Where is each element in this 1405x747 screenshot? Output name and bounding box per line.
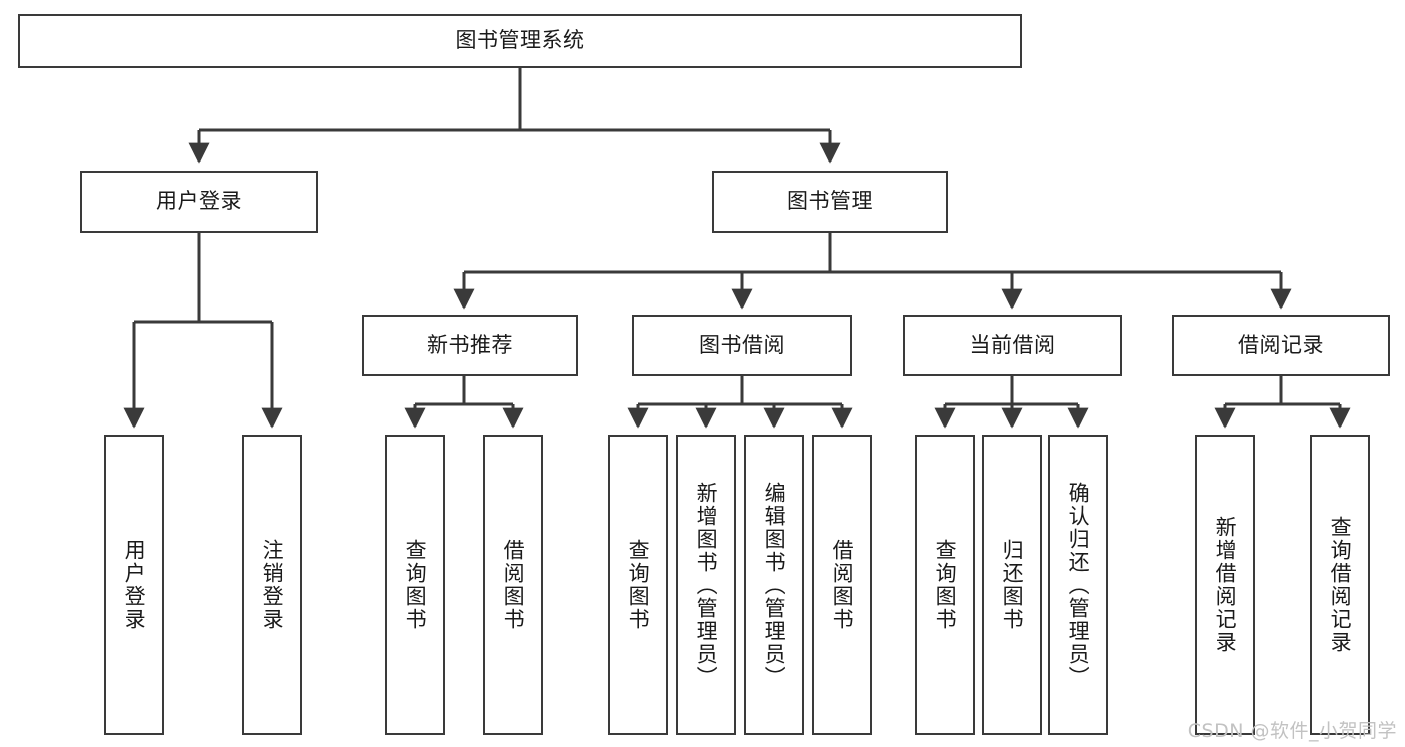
node-user-login-label: 用户登录 bbox=[156, 189, 242, 214]
node-leaf-query-book-3[interactable]: 查询图书 bbox=[915, 435, 975, 735]
node-root-label: 图书管理系统 bbox=[455, 28, 585, 53]
node-leaf-user-login-label: 用户登录 bbox=[122, 539, 147, 631]
node-new-book-recommend-label: 新书推荐 bbox=[427, 332, 513, 357]
node-root[interactable]: 图书管理系统 bbox=[18, 14, 1022, 68]
node-leaf-return-book-label: 归还图书 bbox=[1000, 539, 1025, 631]
node-leaf-query-record-label: 查询借阅记录 bbox=[1328, 516, 1353, 654]
node-user-login[interactable]: 用户登录 bbox=[80, 171, 318, 233]
node-leaf-query-book-1[interactable]: 查询图书 bbox=[385, 435, 445, 735]
node-leaf-edit-book-label: 编辑图书（管理员） bbox=[762, 481, 787, 689]
node-leaf-borrow-book-2-label: 借阅图书 bbox=[830, 539, 855, 631]
node-leaf-add-record-label: 新增借阅记录 bbox=[1213, 516, 1238, 654]
csdn-watermark: CSDN @软件_小贺同学 bbox=[1187, 720, 1397, 742]
node-leaf-confirm-return-label: 确认归还（管理员） bbox=[1066, 481, 1091, 689]
node-book-borrow[interactable]: 图书借阅 bbox=[632, 315, 852, 376]
node-leaf-user-logout[interactable]: 注销登录 bbox=[242, 435, 302, 735]
node-leaf-borrow-book-2[interactable]: 借阅图书 bbox=[812, 435, 872, 735]
node-leaf-query-book-2-label: 查询图书 bbox=[626, 539, 651, 631]
node-current-borrow-label: 当前借阅 bbox=[969, 332, 1056, 357]
node-leaf-user-logout-label: 注销登录 bbox=[260, 539, 285, 631]
node-borrow-record[interactable]: 借阅记录 bbox=[1172, 315, 1390, 376]
node-leaf-query-book-1-label: 查询图书 bbox=[403, 539, 428, 631]
node-leaf-confirm-return[interactable]: 确认归还（管理员） bbox=[1048, 435, 1108, 735]
node-book-borrow-label: 图书借阅 bbox=[699, 332, 785, 357]
node-leaf-query-book-3-label: 查询图书 bbox=[933, 539, 958, 631]
node-leaf-borrow-book-1-label: 借阅图书 bbox=[501, 539, 526, 631]
node-new-book-recommend[interactable]: 新书推荐 bbox=[362, 315, 578, 376]
node-leaf-query-book-2[interactable]: 查询图书 bbox=[608, 435, 668, 735]
node-leaf-return-book[interactable]: 归还图书 bbox=[982, 435, 1042, 735]
node-leaf-add-record[interactable]: 新增借阅记录 bbox=[1195, 435, 1255, 735]
node-leaf-add-book-label: 新增图书（管理员） bbox=[694, 481, 719, 689]
node-current-borrow[interactable]: 当前借阅 bbox=[903, 315, 1122, 376]
node-leaf-query-record[interactable]: 查询借阅记录 bbox=[1310, 435, 1370, 735]
node-leaf-add-book[interactable]: 新增图书（管理员） bbox=[676, 435, 736, 735]
node-book-manage-label: 图书管理 bbox=[787, 189, 873, 214]
node-leaf-user-login[interactable]: 用户登录 bbox=[104, 435, 164, 735]
node-borrow-record-label: 借阅记录 bbox=[1238, 332, 1324, 357]
node-leaf-borrow-book-1[interactable]: 借阅图书 bbox=[483, 435, 543, 735]
node-book-manage[interactable]: 图书管理 bbox=[712, 171, 948, 233]
node-leaf-edit-book[interactable]: 编辑图书（管理员） bbox=[744, 435, 804, 735]
